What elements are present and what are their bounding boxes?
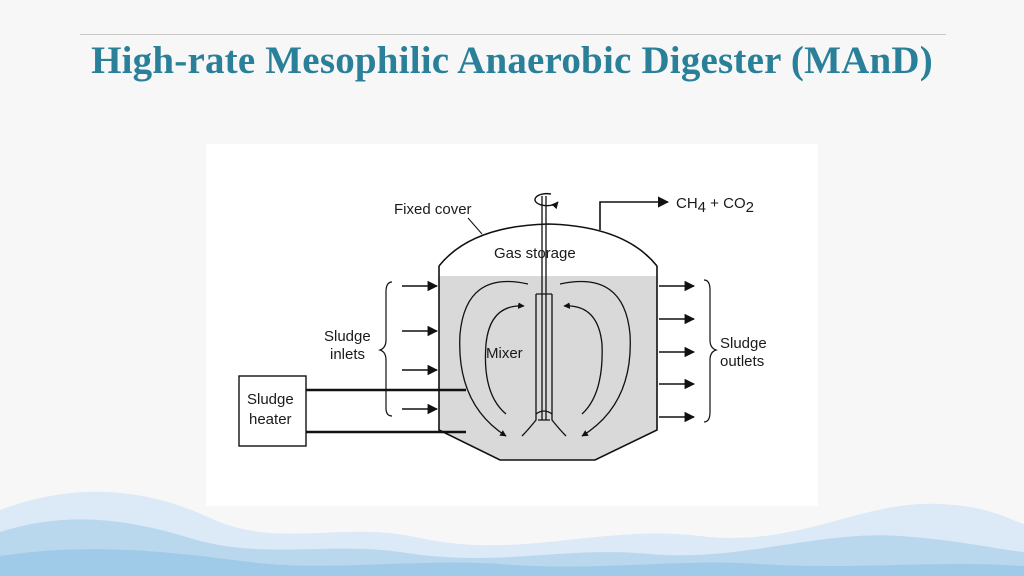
sludge-inlets-brace [378, 281, 393, 417]
gas-out-sub4: 4 [698, 199, 706, 216]
slide-title: High-rate Mesophilic Anaerobic Digester … [91, 39, 933, 82]
mixer-label: Mixer [486, 345, 523, 362]
fixed-cover-leader [467, 217, 483, 235]
sludge-inlets-label: Sludge inlets [324, 328, 375, 363]
fixed-cover-dome [438, 223, 658, 267]
gas-outlet-pipe [599, 196, 670, 230]
sludge-inlets-label-line1: Sludge [324, 328, 371, 345]
sludge-heater-box [238, 375, 307, 447]
wave-front [0, 549, 1024, 576]
sludge-inlets-label-line2: inlets [330, 346, 365, 363]
gas-out-ch: CH [676, 195, 698, 212]
wave-middle [0, 519, 1024, 576]
gas-storage-label: Gas storage [494, 245, 576, 262]
decorative-waves [0, 491, 1024, 576]
sludge-outlets-brace [703, 279, 718, 423]
sludge-inlet-arrows [402, 280, 439, 415]
fixed-cover-label: Fixed cover [394, 201, 472, 218]
circulation-left-outer [459, 280, 529, 437]
vessel-wall [438, 266, 658, 461]
sludge-heater-label: Sludge heater [247, 391, 298, 428]
gas-out-sub2: 2 [746, 199, 754, 216]
digester-diagram: Fixed cover Gas storage Mixer Sludge inl… [238, 192, 771, 461]
gas-output-label: CH4 + CO2 [676, 195, 754, 216]
circulation-right-outer [559, 280, 631, 437]
title-rule [80, 34, 946, 35]
gas-out-plus-co: + CO [706, 195, 746, 212]
digester-figure: Fixed cover Gas storage Mixer Sludge inl… [206, 144, 818, 506]
circulation-left-inner [484, 302, 525, 415]
sludge-liquid [439, 276, 657, 460]
draft-tube [521, 294, 567, 437]
impeller-icon [535, 410, 553, 421]
sludge-outlet-arrows [659, 280, 696, 423]
sludge-outlets-label-line2: outlets [720, 353, 764, 370]
sludge-heater-label-line1: Sludge [247, 391, 294, 408]
mixer-rotation-arrow [534, 192, 559, 210]
sludge-outlets-label: Sludge outlets [720, 335, 771, 370]
circulation-arrows [459, 280, 631, 437]
sludge-outlets-label-line1: Sludge [720, 335, 767, 352]
circulation-right-inner [563, 302, 603, 415]
sludge-heater-label-line2: heater [249, 411, 292, 428]
